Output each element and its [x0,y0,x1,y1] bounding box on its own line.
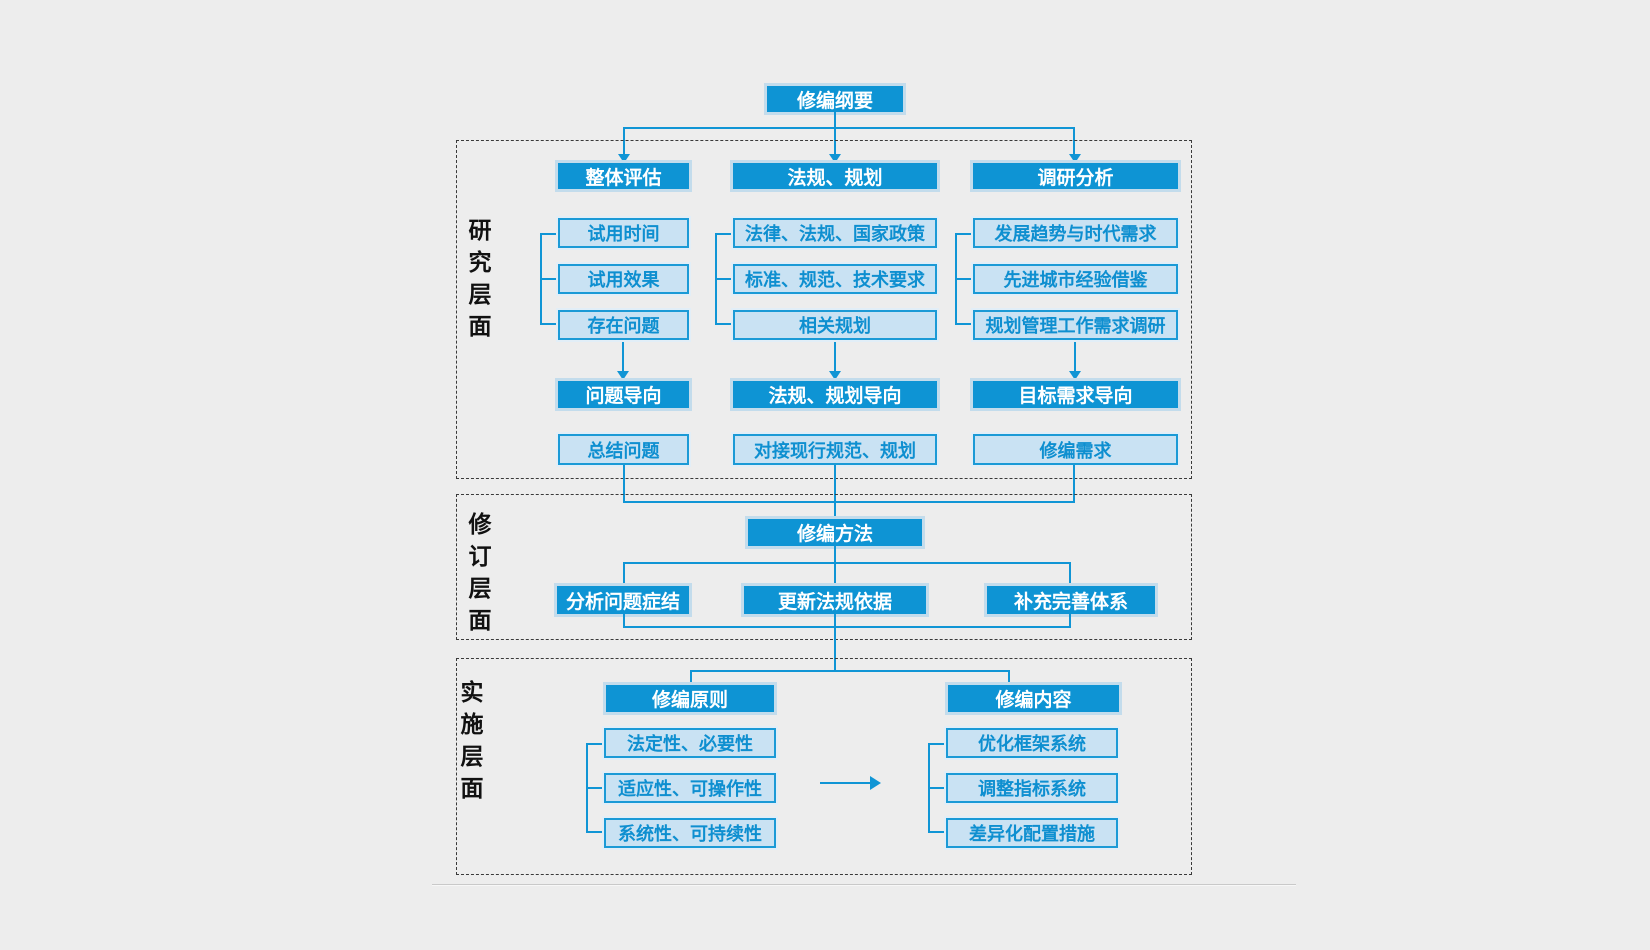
connector-merge-to-method [623,465,1075,503]
connector-line [1074,342,1076,372]
node-goal-demand-orientation: 目标需求导向 [973,381,1178,408]
arrow-down-icon [1069,371,1081,380]
node-item: 试用效果 [558,264,689,294]
node-item: 适应性、可操作性 [604,773,776,803]
node-item: 试用时间 [558,218,689,248]
implementation-side-label: 实施层面 [457,680,483,808]
connector-actions-merge [623,614,1071,628]
node-item: 优化框架系统 [946,728,1118,758]
research-section-frame [456,140,1192,479]
connector-center-drop [834,465,836,519]
connector-line [834,342,836,372]
node-item: 调整指标系统 [946,773,1118,803]
arrow-down-icon [617,371,629,380]
connector-center-drop [834,614,836,670]
node-item: 差异化配置措施 [946,818,1118,848]
node-item: 先进城市经验借鉴 [973,264,1178,294]
arrow-down-icon [829,371,841,380]
bracket-middle-stub [715,278,733,280]
bracket-middle-stub [928,787,946,789]
node-item: 相关规划 [733,310,937,340]
research-side-label: 研究层面 [465,218,491,346]
node-item: 法律、法规、国家政策 [733,218,937,248]
implementation-section-frame [456,658,1192,875]
bottom-divider-highlight [432,885,1296,886]
connector-method-drop [834,546,836,586]
bracket-middle-stub [955,278,973,280]
node-revision-demands: 修编需求 [973,434,1178,465]
node-research-analysis: 调研分析 [973,163,1178,189]
connector-implementation-branch [690,670,1010,685]
revision-side-label: 修订层面 [465,512,491,640]
node-update-legal-basis: 更新法规依据 [744,586,926,614]
node-summarize-problems: 总结问题 [558,434,689,465]
arrow-down-icon [1069,154,1081,163]
node-laws-plans-orientation: 法规、规划导向 [733,381,937,408]
node-item: 发展趋势与时代需求 [973,218,1178,248]
connector-root-branch [623,127,1075,156]
node-item: 系统性、可持续性 [604,818,776,848]
connector-root-center-drop [834,127,836,156]
connector-line [820,782,872,784]
node-revision-content: 修编内容 [948,685,1119,712]
node-revision-outline: 修编纲要 [767,86,903,112]
node-align-current-standards: 对接现行规范、规划 [733,434,937,465]
node-problem-orientation: 问题导向 [558,381,689,408]
bracket-middle-stub [586,787,604,789]
node-item: 存在问题 [558,310,689,340]
bottom-divider [432,884,1296,885]
node-revision-method: 修编方法 [748,519,922,546]
arrow-down-icon [829,154,841,163]
node-item: 标准、规范、技术要求 [733,264,937,294]
node-overall-evaluation: 整体评估 [558,163,689,189]
node-improve-system: 补充完善体系 [987,586,1155,614]
node-item: 规划管理工作需求调研 [973,310,1178,340]
arrow-down-icon [618,154,630,163]
node-item: 法定性、必要性 [604,728,776,758]
connector-line [622,342,624,372]
connector-method-branch [623,562,1071,586]
revision-section-frame [456,494,1192,640]
node-revision-principles: 修编原则 [606,685,774,712]
bracket-middle-stub [540,278,558,280]
connector-root-stub [834,112,836,129]
arrow-right-icon [870,776,881,790]
node-laws-plans: 法规、规划 [733,163,937,189]
node-analyze-problems: 分析问题症结 [557,586,689,614]
